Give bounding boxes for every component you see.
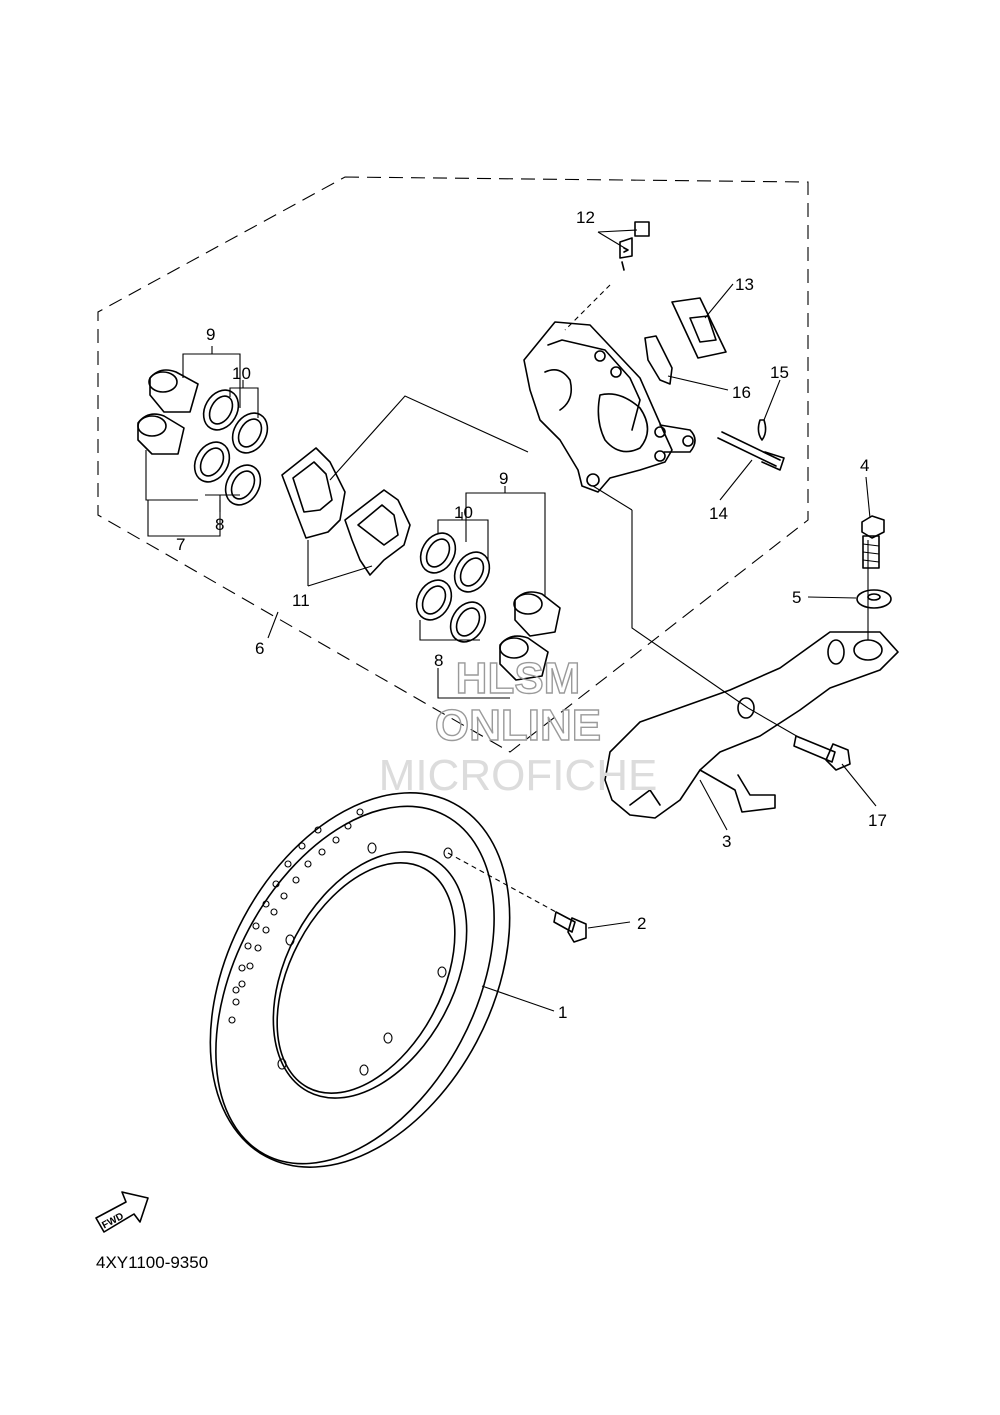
caliper-assembly-outline: [97, 176, 809, 753]
pin-clip-15: [757, 419, 767, 441]
washer-5: [856, 589, 892, 609]
callout-5: 5: [792, 588, 801, 607]
brake-disc-1: [209, 792, 511, 1168]
disc-bolt-2: [553, 911, 587, 943]
callout-4: 4: [860, 456, 869, 475]
callout-7: 7: [176, 535, 185, 554]
callout-9-left: 9: [206, 325, 215, 344]
disc-mount-holes: [277, 842, 453, 1076]
forward-arrow-icon: FWD: [95, 1191, 149, 1233]
callout-10-left: 10: [232, 364, 251, 383]
callout-15: 15: [770, 363, 789, 382]
caliper-bracket-3: [604, 631, 899, 819]
bleed-screw-12: [619, 221, 650, 271]
watermark-line-2: ONLINE: [435, 701, 601, 750]
leader-lines: [145, 229, 877, 1012]
piston-right-9: [499, 591, 561, 681]
callout-10-right: 10: [454, 503, 473, 522]
pad-pin-14: [717, 431, 785, 471]
callout-13: 13: [735, 275, 754, 294]
callout-16: 16: [732, 383, 751, 402]
callout-8-right: 8: [434, 651, 443, 670]
callout-labels: 12 13 15 16 9 10 4 9 14 10 8 7 5 11 6 8 …: [176, 208, 887, 1022]
seals-right-10-8: [415, 532, 491, 643]
seals-left-10-8: [193, 389, 269, 506]
callout-3: 3: [722, 832, 731, 851]
bolt-4: [861, 515, 885, 569]
watermark: HLSM ONLINE MICROFICHE: [379, 653, 658, 800]
reference-code: 4XY1100-9350: [96, 1253, 208, 1272]
piston-left-9: [137, 369, 199, 455]
callout-12: 12: [576, 208, 595, 227]
callout-2: 2: [637, 914, 646, 933]
callout-17: 17: [868, 811, 887, 830]
pad-spring-16: [644, 335, 673, 385]
brake-pads-11: [281, 447, 411, 576]
watermark-line-3: MICROFICHE: [379, 751, 658, 800]
caliper-body: [523, 321, 696, 493]
callout-11: 11: [292, 591, 310, 610]
callout-9-right: 9: [499, 469, 508, 488]
callout-14: 14: [709, 504, 728, 523]
pad-support-13: [671, 297, 727, 359]
callout-6: 6: [255, 639, 264, 658]
bolt-17: [793, 735, 851, 771]
watermark-line-1: HLSM: [456, 654, 581, 703]
callout-1: 1: [558, 1003, 567, 1022]
callout-8-left: 8: [215, 515, 224, 534]
disc-drill-holes: [228, 808, 364, 1024]
